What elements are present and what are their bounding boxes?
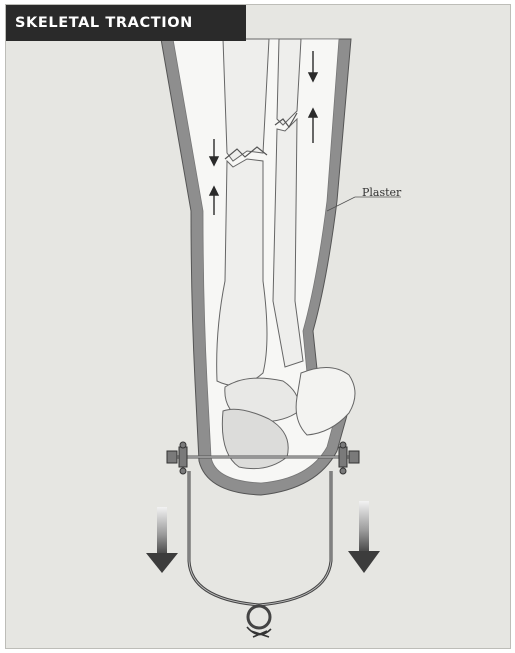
foot-bones bbox=[296, 367, 355, 435]
traction-arrow-left bbox=[146, 507, 178, 573]
skeletal-traction-illustration bbox=[6, 5, 511, 649]
title-bar: SKELETAL TRACTION bbox=[6, 5, 246, 41]
tibia-upper bbox=[223, 39, 269, 161]
illustration-frame: SKELETAL TRACTION Plaster bbox=[5, 4, 511, 649]
pin-clamp-left bbox=[167, 442, 187, 474]
stirrup-ring bbox=[248, 606, 270, 628]
pin-clamp-right bbox=[339, 442, 359, 474]
traction-arrow-right bbox=[348, 501, 380, 573]
plaster-label: Plaster bbox=[362, 186, 401, 199]
page-title: SKELETAL TRACTION bbox=[15, 15, 193, 31]
